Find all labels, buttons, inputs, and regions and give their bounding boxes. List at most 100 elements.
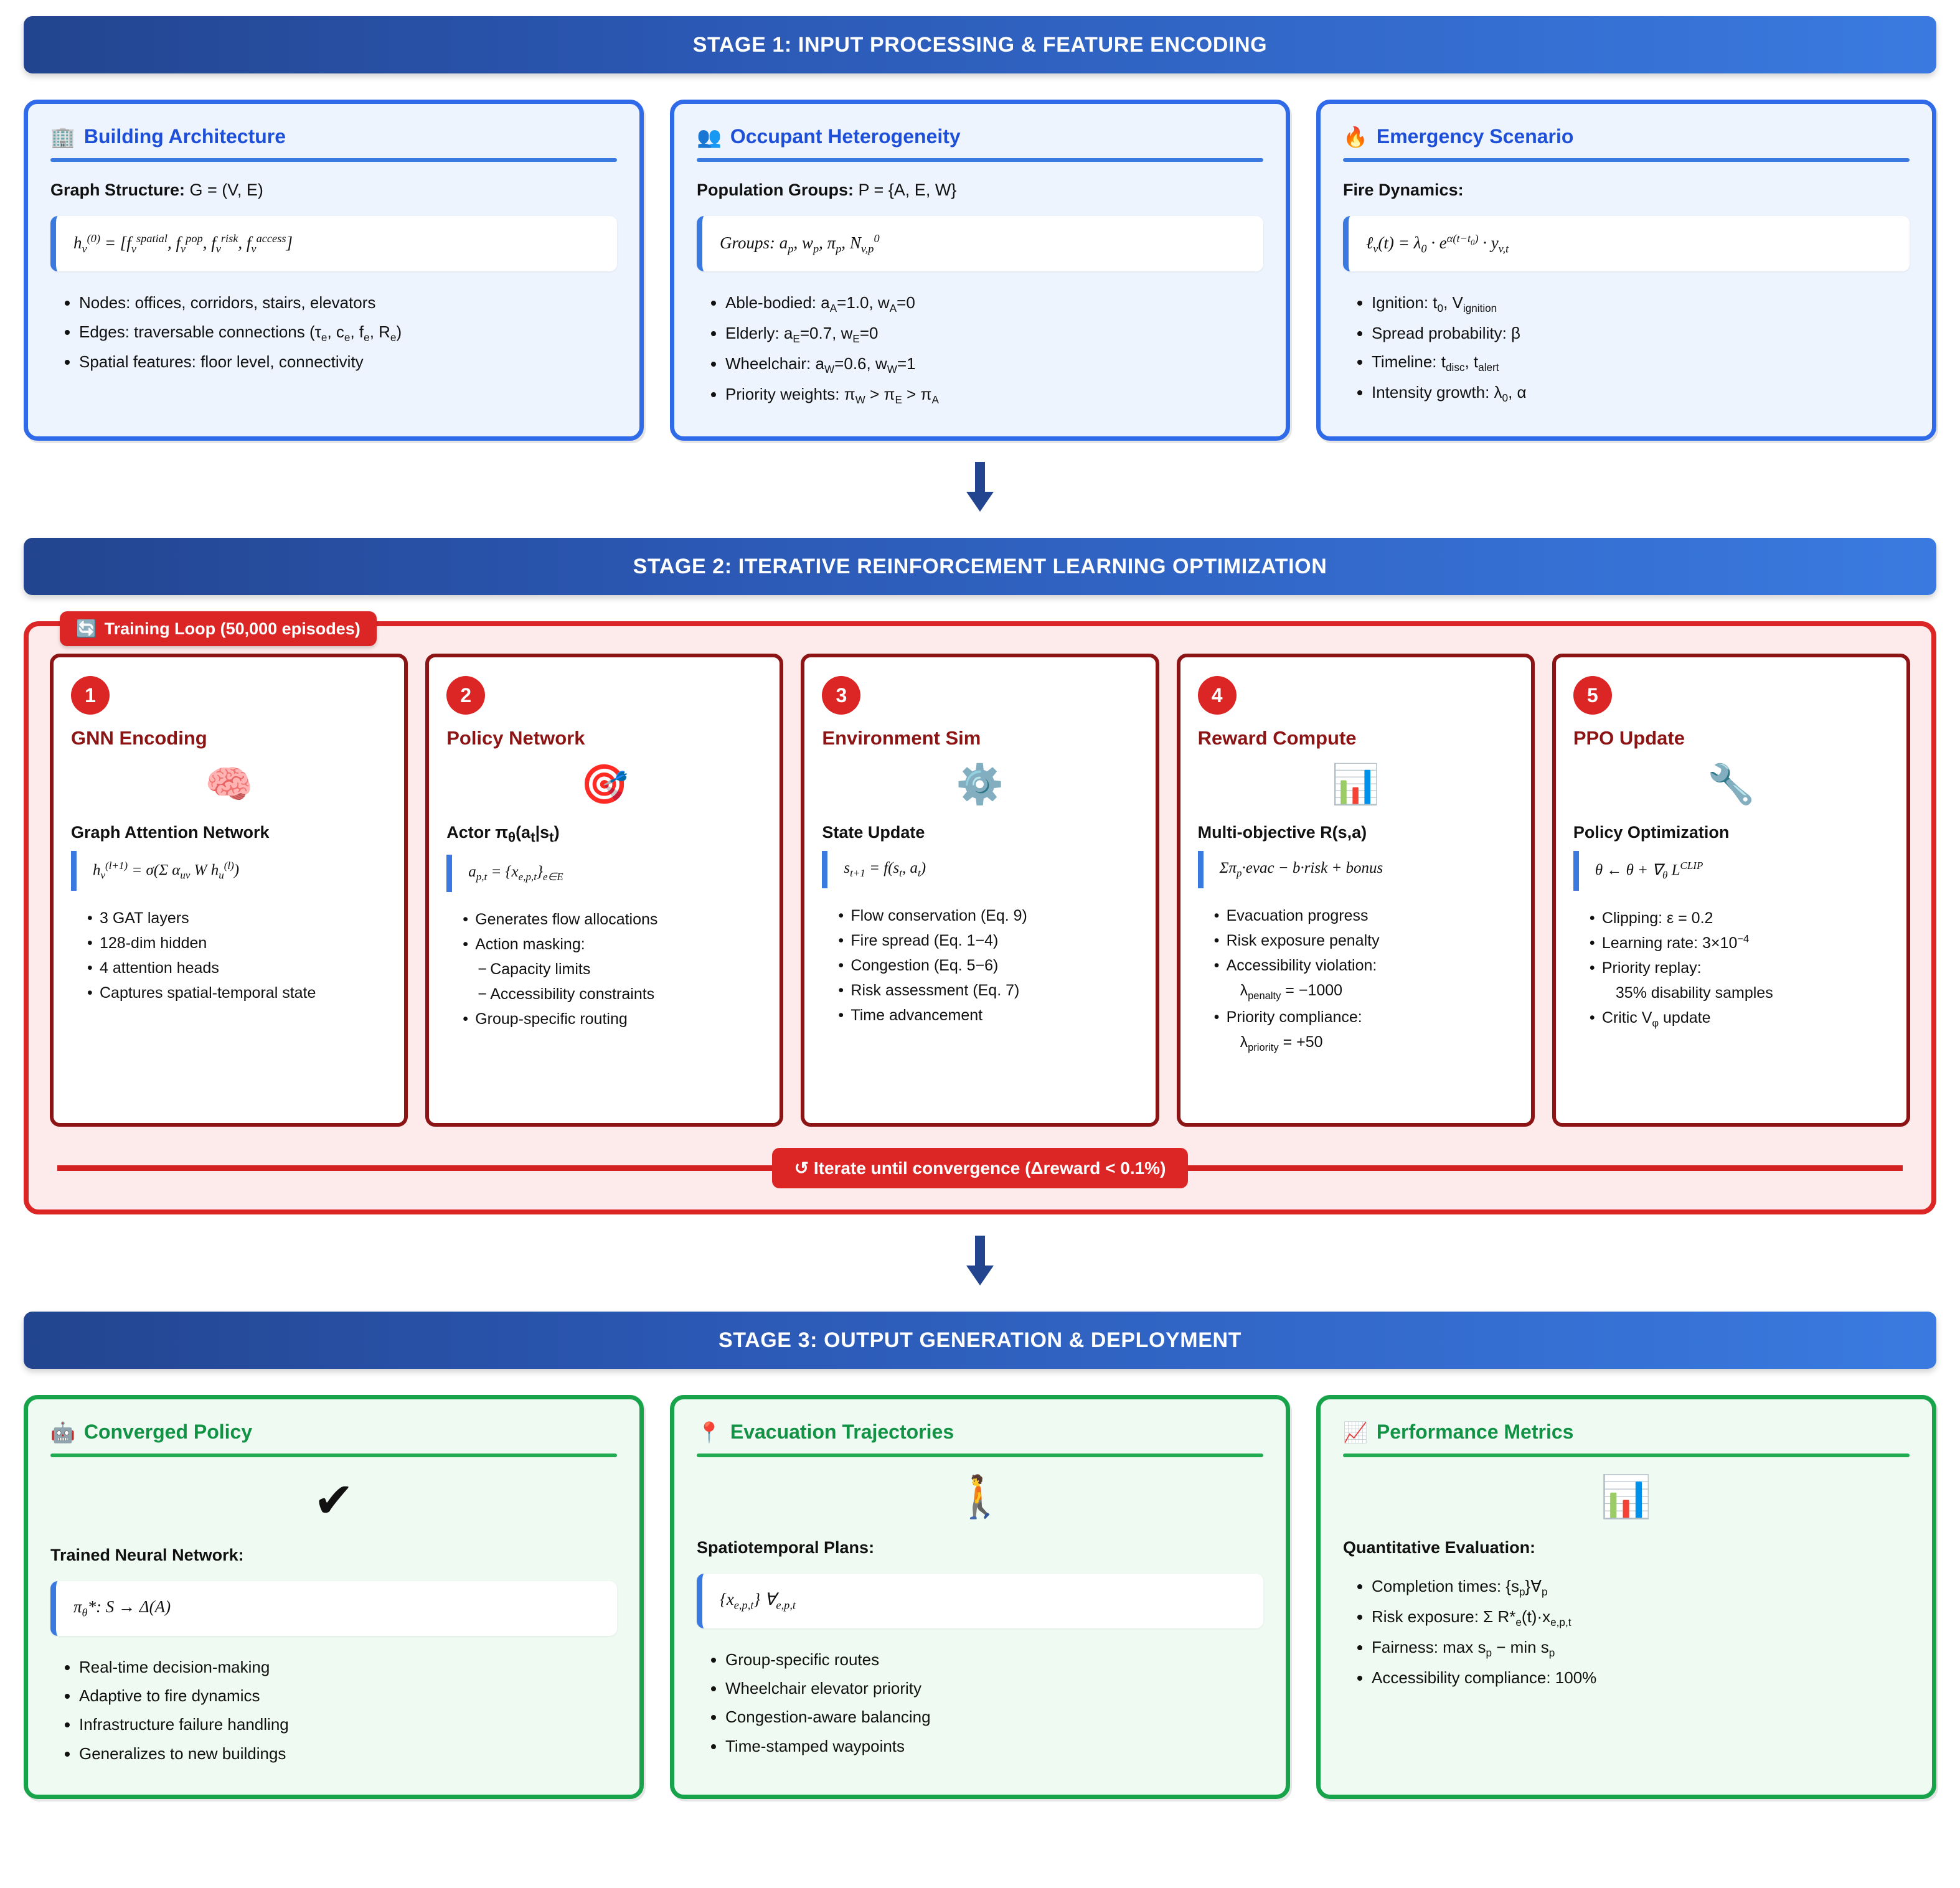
step-title: PPO Update — [1573, 727, 1685, 749]
card-title-label: Performance Metrics — [1376, 1421, 1574, 1444]
list-item: Evacuation progress — [1214, 903, 1514, 928]
list-item: Spatial features: floor level, connectiv… — [79, 349, 617, 374]
card-divider — [697, 1454, 1263, 1458]
stage2-banner: STAGE 2: ITERATIVE REINFORCEMENT LEARNIN… — [24, 538, 1936, 596]
card-title-occupant: 👥 Occupant Heterogeneity — [697, 125, 1263, 158]
fire-icon: 🔥 — [1343, 125, 1368, 148]
list-item: Congestion (Eq. 5−6) — [838, 953, 1138, 978]
card-title-label: Evacuation Trajectories — [730, 1421, 954, 1444]
step-card-gnn-encoding: 1 GNN Encoding 🧠 Graph Attention Network… — [50, 654, 408, 1127]
step-number-badge: 4 — [1197, 676, 1237, 715]
step-bullets: Flow conservation (Eq. 9) Fire spread (E… — [822, 903, 1138, 1028]
step-bullets: 3 GAT layers 128-dim hidden 4 attention … — [71, 906, 387, 1005]
card-title-emergency: 🔥 Emergency Scenario — [1343, 125, 1910, 158]
step-number-badge: 3 — [822, 676, 861, 715]
card-title-building: 🏢 Building Architecture — [50, 125, 617, 158]
graph-structure-label: Graph Structure: — [50, 181, 186, 199]
iterate-line-right — [1188, 1165, 1903, 1172]
training-loop-label: Training Loop (50,000 episodes) — [104, 619, 360, 638]
brain-icon: 🧠 — [205, 763, 253, 807]
list-item: Risk exposure penalty — [1214, 928, 1514, 953]
arrow-stage1-to-stage2 — [24, 462, 1936, 514]
step-number-badge: 1 — [71, 676, 110, 715]
population-groups-label: Population Groups: — [697, 181, 854, 199]
card-divider — [1343, 1454, 1910, 1458]
list-item: Priority compliance: — [1214, 1005, 1514, 1030]
fire-dynamics-line: Fire Dynamics: — [1343, 181, 1910, 200]
list-item: Completion times: {sp}∀p — [1372, 1574, 1910, 1600]
iterate-until-convergence-label: ↺ Iterate until convergence (Δreward < 0… — [771, 1148, 1189, 1189]
list-item: Captures spatial-temporal state — [87, 980, 387, 1005]
list-item: Nodes: offices, corridors, stairs, eleva… — [79, 290, 617, 315]
training-loop-badge: 🔄 Training Loop (50,000 episodes) — [60, 611, 377, 647]
list-item: Generalizes to new buildings — [79, 1741, 617, 1766]
evacuation-trajectories-bullets: Group-specific routes Wheelchair elevato… — [697, 1647, 1263, 1759]
iterate-row: ↺ Iterate until convergence (Δreward < 0… — [50, 1148, 1910, 1189]
formula-fire-intensity: ℓv(t) = λ0 · eα(t−t0) · yv,t — [1343, 216, 1910, 272]
list-item: Congestion-aware balancing — [725, 1704, 1263, 1729]
list-item: Wheelchair elevator priority — [725, 1676, 1263, 1701]
building-icon: 🏢 — [50, 125, 75, 148]
formula-groups: Groups: ap, wp, πp, Nv,p0 — [697, 216, 1263, 272]
stage3-banner: STAGE 3: OUTPUT GENERATION & DEPLOYMENT — [24, 1312, 1936, 1369]
down-arrow-icon — [966, 462, 994, 512]
list-item: Ignition: t0, Vignition — [1372, 290, 1910, 317]
formula-reward: Σπp·evac − b·risk + bonus — [1197, 851, 1514, 889]
card-divider — [697, 158, 1263, 162]
formula-state-update: st+1 = f(st, at) — [822, 851, 1138, 889]
spatiotemporal-plans-label: Spatiotemporal Plans: — [697, 1538, 1263, 1557]
step-bullets: Clipping: ε = 0.2 Learning rate: 3×10−4 … — [1573, 906, 1889, 1031]
population-groups-line: Population Groups: P = {A, E, W} — [697, 181, 1263, 200]
occupant-bullets: Able-bodied: aA=1.0, wA=0 Elderly: aE=0.… — [697, 290, 1263, 408]
list-item: Time-stamped waypoints — [725, 1734, 1263, 1759]
gear-icon: ⚙️ — [956, 763, 1004, 807]
list-item: Fairness: max sp − min sp — [1372, 1635, 1910, 1661]
card-title-converged-policy: 🤖 Converged Policy — [50, 1421, 617, 1454]
list-item: Generates flow allocations — [463, 907, 762, 932]
step-bullets: Generates flow allocations Action maskin… — [446, 907, 762, 1031]
card-divider — [50, 1454, 617, 1458]
list-item: Capacity limits — [463, 957, 762, 982]
wrench-icon: 🔧 — [1707, 763, 1756, 807]
list-item: Priority replay: — [1590, 956, 1889, 980]
pin-icon: 📍 — [697, 1421, 722, 1444]
step-number-badge: 5 — [1573, 676, 1612, 715]
check-icon: ✔ — [313, 1473, 354, 1528]
refresh-icon: 🔄 — [76, 619, 97, 639]
list-item: Able-bodied: aA=1.0, wA=0 — [725, 290, 1263, 317]
list-item: Clipping: ε = 0.2 — [1590, 906, 1889, 931]
card-title-label: Occupant Heterogeneity — [730, 125, 961, 148]
list-item: Intensity growth: λ0, α — [1372, 380, 1910, 406]
stage3-card-row: 🤖 Converged Policy ✔ Trained Neural Netw… — [24, 1395, 1936, 1800]
list-item: Fire spread (Eq. 1−4) — [838, 928, 1138, 953]
formula-policy-map: πθ*: S → Δ(A) — [50, 1581, 617, 1636]
list-item: Accessibility constraints — [463, 982, 762, 1007]
quantitative-evaluation-label: Quantitative Evaluation: — [1343, 1538, 1910, 1557]
list-item: Flow conservation (Eq. 9) — [838, 903, 1138, 928]
step-title: Reward Compute — [1197, 727, 1357, 749]
graph-structure-value: G = (V, E) — [185, 181, 263, 199]
list-item: Accessibility compliance: 100% — [1372, 1665, 1910, 1690]
list-item: Group-specific routing — [463, 1007, 762, 1031]
training-loop-container: 🔄 Training Loop (50,000 episodes) 1 GNN … — [24, 611, 1936, 1215]
step-bullets: Evacuation progress Risk exposure penalt… — [1198, 903, 1514, 1056]
diagram-page: STAGE 1: INPUT PROCESSING & FEATURE ENCO… — [0, 0, 1960, 1805]
step-number-badge: 2 — [446, 676, 486, 715]
chart-increasing-icon: 📈 — [1343, 1421, 1368, 1444]
emergency-bullets: Ignition: t0, Vignition Spread probabili… — [1343, 290, 1910, 406]
step-title: GNN Encoding — [71, 727, 207, 749]
card-title-label: Converged Policy — [83, 1421, 253, 1444]
iterate-line-left — [57, 1165, 772, 1172]
step-heading: Actor πθ(at|st) — [446, 823, 560, 845]
list-item: Edges: traversable connections (τe, ce, … — [79, 319, 617, 346]
stage1-banner: STAGE 1: INPUT PROCESSING & FEATURE ENCO… — [24, 16, 1936, 73]
spatiotemporal-plans-label-text: Spatiotemporal Plans: — [697, 1538, 875, 1557]
list-item: Adaptive to fire dynamics — [79, 1683, 617, 1708]
converged-policy-bullets: Real-time decision-making Adaptive to fi… — [50, 1655, 617, 1766]
step-heading: Policy Optimization — [1573, 823, 1730, 842]
trained-network-label: Trained Neural Network: — [50, 1546, 617, 1565]
card-title-label: Building Architecture — [83, 125, 286, 148]
card-divider — [1343, 158, 1910, 162]
building-bullets: Nodes: offices, corridors, stairs, eleva… — [50, 290, 617, 374]
training-steps-row: 1 GNN Encoding 🧠 Graph Attention Network… — [50, 654, 1911, 1127]
